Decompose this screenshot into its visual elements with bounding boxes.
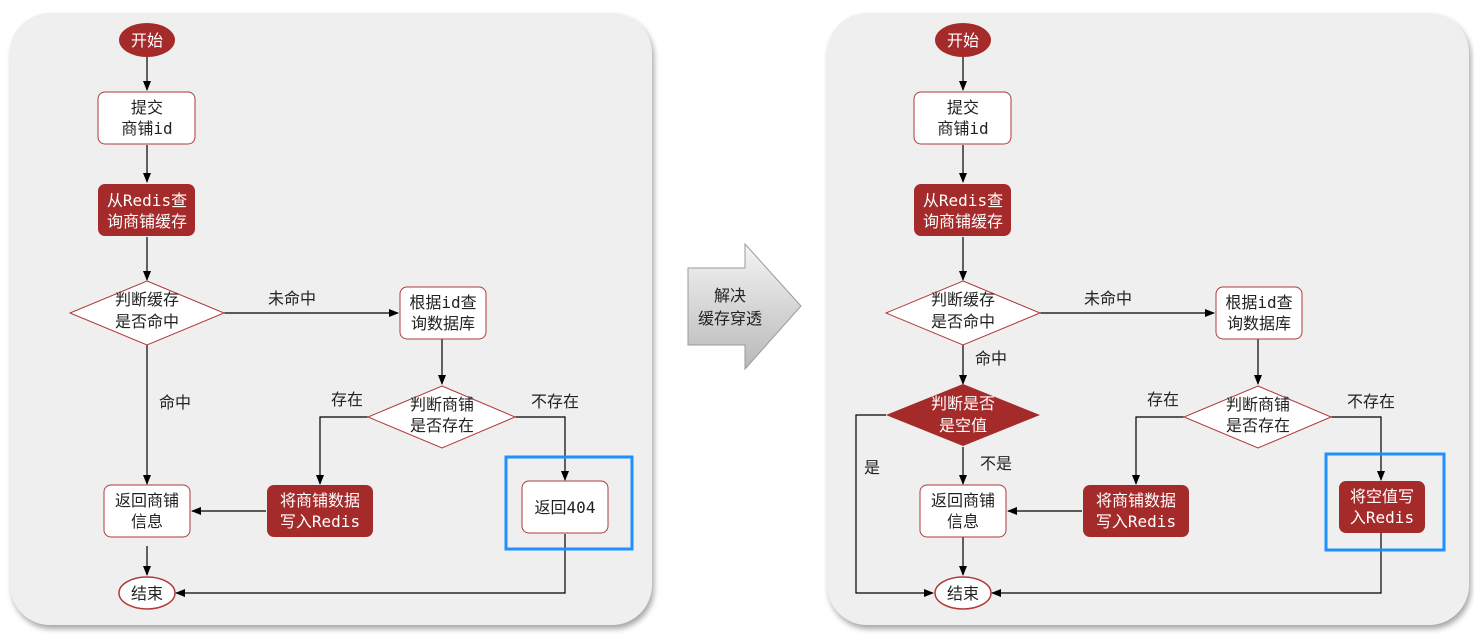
r-start-label: 开始 <box>947 31 979 50</box>
highlight-box <box>504 455 634 551</box>
end-node <box>118 576 176 610</box>
r-write-redis-node <box>1083 485 1189 537</box>
write-redis-label-1: 将商铺数据 <box>280 491 360 510</box>
r-edge-yes <box>855 414 934 597</box>
return-info-node <box>103 484 191 538</box>
r-return-info-label-1: 返回商铺 <box>931 491 995 510</box>
r-judge-exist-label-1: 判断商铺 <box>1226 395 1290 414</box>
transition-arrow: 解决 缓存穿透 <box>687 242 802 371</box>
submit-node <box>97 91 196 145</box>
edge-404-end <box>175 534 566 597</box>
hit-label: 命中 <box>159 393 191 412</box>
exist-label: 存在 <box>331 390 363 409</box>
r-judge-empty-label-1: 判断是否 <box>931 394 995 413</box>
edge-exist <box>316 416 368 485</box>
return-404-node <box>521 480 609 534</box>
left-flowchart: 开始 提交 商铺id 从Redis查 询商铺缓存 判断缓存 是否命中 未命中 命… <box>68 23 634 610</box>
r-edge-exist <box>1132 416 1184 485</box>
not-exist-label: 不存在 <box>531 392 579 411</box>
submit-label-1: 提交 <box>131 98 163 117</box>
right-flowchart: 开始 提交 商铺id 从Redis查 询商铺缓存 判断缓存 是否命中 未命中 命… <box>855 23 1446 610</box>
return-info-label-2: 信息 <box>131 512 163 531</box>
judge-cache-label-2: 是否命中 <box>115 312 179 331</box>
r-submit-node <box>913 91 1012 145</box>
r-not-exist-label: 不存在 <box>1347 392 1395 411</box>
query-redis-node <box>98 184 195 236</box>
r-judge-exist-node <box>1182 385 1333 449</box>
r-judge-empty-label-2: 是空值 <box>939 416 987 435</box>
transition-label-2: 缓存穿透 <box>698 309 762 328</box>
r-no-label: 不是 <box>980 454 1012 473</box>
r-query-db-node <box>1215 286 1303 340</box>
r-write-empty-label-1: 将空值写 <box>1350 487 1414 506</box>
r-submit-label-1: 提交 <box>947 98 979 117</box>
r-end-node <box>934 576 992 610</box>
r-query-redis-label-1: 从Redis查 <box>923 191 1003 210</box>
r-yes-label: 是 <box>864 458 880 477</box>
judge-exist-label-2: 是否存在 <box>410 416 474 435</box>
return-404-label: 返回404 <box>535 498 596 517</box>
r-end-label: 结束 <box>947 584 979 603</box>
write-redis-label-2: 写入Redis <box>280 512 360 531</box>
write-redis-node <box>267 485 373 537</box>
query-db-label-2: 询数据库 <box>411 314 475 333</box>
submit-label-2: 商铺id <box>121 119 172 138</box>
r-exist-label: 存在 <box>1147 390 1179 409</box>
query-redis-label-1: 从Redis查 <box>107 191 187 210</box>
transition-label-1: 解决 <box>714 286 746 305</box>
r-judge-empty-node <box>886 384 1040 446</box>
query-db-node <box>399 286 487 340</box>
start-node <box>119 23 175 57</box>
end-label: 结束 <box>131 584 163 603</box>
start-label: 开始 <box>131 31 163 50</box>
r-edge-empty-end <box>991 533 1382 597</box>
r-judge-cache-label-2: 是否命中 <box>931 312 995 331</box>
r-write-redis-label-1: 将商铺数据 <box>1096 491 1176 510</box>
r-write-empty-node <box>1339 481 1425 533</box>
r-query-db-label-1: 根据id查 <box>1225 293 1292 312</box>
judge-exist-label-1: 判断商铺 <box>410 395 474 414</box>
r-query-db-label-2: 询数据库 <box>1227 314 1291 333</box>
r-write-empty-label-2: 入Redis <box>1350 508 1414 527</box>
judge-cache-label-1: 判断缓存 <box>115 290 179 309</box>
r-judge-cache-node <box>884 280 1042 346</box>
r-submit-label-2: 商铺id <box>937 119 988 138</box>
judge-exist-node <box>366 385 517 449</box>
edge-not-exist <box>515 416 569 481</box>
r-return-info-node <box>919 484 1007 538</box>
r-start-node <box>935 23 991 57</box>
r-query-redis-node <box>914 184 1011 236</box>
miss-label: 未命中 <box>268 289 316 308</box>
r-query-redis-label-2: 询商铺缓存 <box>923 212 1003 231</box>
r-hit-label: 命中 <box>975 349 1007 368</box>
query-db-label-1: 根据id查 <box>409 293 476 312</box>
r-miss-label: 未命中 <box>1084 289 1132 308</box>
r-judge-cache-label-1: 判断缓存 <box>931 290 995 309</box>
r-edge-not-exist <box>1331 416 1385 481</box>
r-return-info-label-2: 信息 <box>947 512 979 531</box>
judge-cache-node <box>68 280 226 346</box>
r-judge-exist-label-2: 是否存在 <box>1226 416 1290 435</box>
r-write-redis-label-2: 写入Redis <box>1096 512 1176 531</box>
query-redis-label-2: 询商铺缓存 <box>107 212 187 231</box>
return-info-label-1: 返回商铺 <box>115 491 179 510</box>
r-highlight-box <box>1324 452 1446 552</box>
